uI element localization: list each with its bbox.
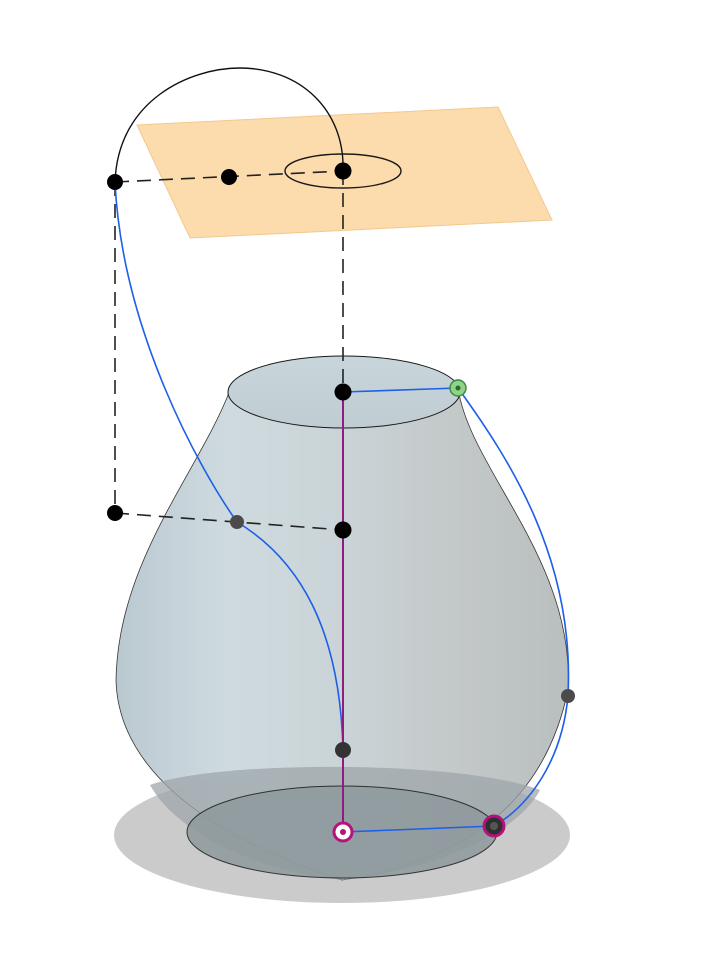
point-left-lower[interactable] [107, 505, 123, 521]
point-center-low[interactable] [335, 742, 351, 758]
bottom-radius-line[interactable] [342, 825, 495, 833]
magenta-ring-point-icon-origin[interactable] [332, 821, 354, 843]
top-radius-line[interactable] [342, 387, 459, 393]
magenta-ring-point-icon-end[interactable] [482, 814, 506, 838]
point-plane-mid[interactable] [221, 169, 237, 185]
point-arc-left[interactable] [107, 174, 123, 190]
point-right-side[interactable] [561, 689, 575, 703]
construction-arc[interactable] [114, 67, 344, 183]
point-plane-center[interactable] [334, 162, 352, 180]
point-top-center[interactable] [334, 383, 352, 401]
green-circle-point-icon[interactable] [449, 379, 467, 397]
right-profile-spline[interactable] [457, 387, 570, 827]
point-center-mid[interactable] [334, 521, 352, 539]
point-spline-mid[interactable] [230, 515, 244, 529]
sketch-points[interactable] [107, 162, 575, 843]
